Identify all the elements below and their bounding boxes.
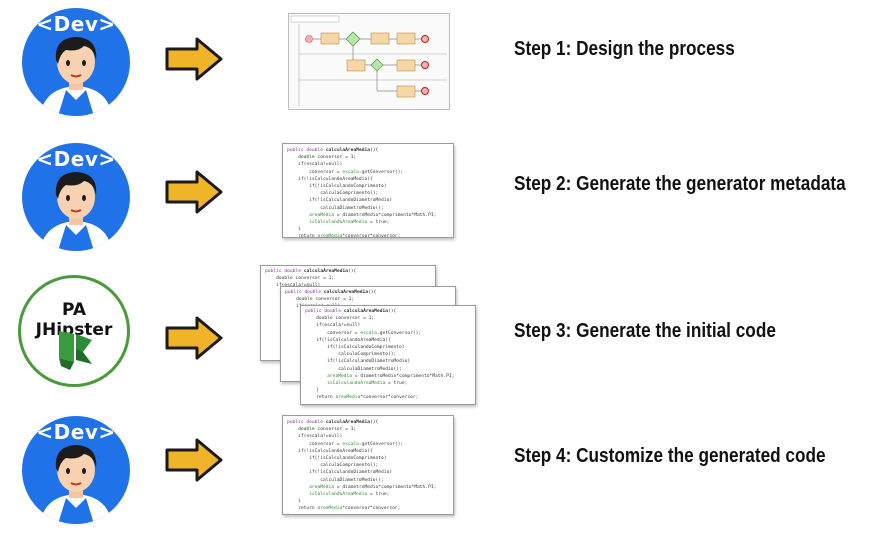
right-arrow-icon bbox=[165, 37, 223, 81]
step-2-label: Step 2: Generate the generator metadata bbox=[514, 173, 846, 195]
right-arrow-icon bbox=[165, 170, 223, 214]
right-arrow-icon bbox=[165, 438, 223, 482]
dev-label: <Dev> bbox=[36, 420, 116, 444]
step-2-row: <Dev> public double calculaAreaMedia(){ … bbox=[0, 135, 877, 255]
jhipster-title: PA JHipster bbox=[35, 300, 113, 340]
right-arrow-icon bbox=[165, 316, 223, 360]
jhipster-logo-icon bbox=[59, 331, 92, 370]
step-1-row: <Dev> bbox=[0, 0, 877, 120]
step-1-label: Step 1: Design the process bbox=[514, 38, 735, 60]
bpmn-process-diagram bbox=[288, 13, 450, 110]
jhipster-badge: PA JHipster bbox=[18, 275, 130, 387]
step-3-row: PA JHipster public double calculaAreaMed… bbox=[0, 265, 877, 405]
developer-avatar-icon: <Dev> bbox=[22, 143, 130, 251]
step-3-label: Step 3: Generate the initial code bbox=[514, 320, 776, 342]
generated-code-snippet-3: public double calculaAreaMedia(){ double… bbox=[300, 305, 476, 405]
generator-metadata-code-snippet: public double calculaAreaMedia(){ double… bbox=[282, 143, 454, 238]
dev-label: <Dev> bbox=[36, 12, 116, 36]
developer-avatar-icon: <Dev> bbox=[22, 8, 130, 116]
developer-avatar-icon: <Dev> bbox=[22, 416, 130, 524]
step-4-row: <Dev> public double calculaAreaMedia(){ … bbox=[0, 410, 877, 530]
step-4-label: Step 4: Customize the generated code bbox=[514, 445, 826, 467]
dev-label: <Dev> bbox=[36, 147, 116, 171]
customized-code-snippet: public double calculaAreaMedia(){ double… bbox=[282, 415, 454, 515]
